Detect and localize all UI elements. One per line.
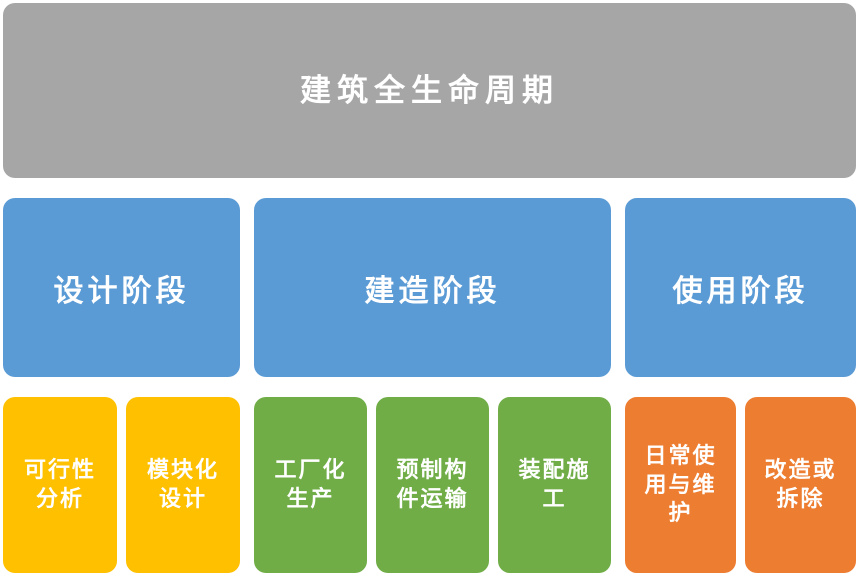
item-box-factory-production: 工厂化 生产 <box>254 397 367 573</box>
item-label: 可行性 分析 <box>23 457 96 511</box>
title-box: 建筑全生命周期 <box>3 3 856 178</box>
stage-box-design: 设计阶段 <box>3 198 240 377</box>
item-label: 装配施 工 <box>518 457 591 511</box>
stages-row: 设计阶段 建造阶段 使用阶段 <box>3 198 856 377</box>
item-label: 工厂化 生产 <box>274 457 347 511</box>
stage-box-use: 使用阶段 <box>625 198 856 377</box>
item-box-feasibility-analysis: 可行性 分析 <box>3 397 117 573</box>
item-box-renovation-demolition: 改造或 拆除 <box>745 397 856 573</box>
items-row: 可行性 分析 模块化 设计 工厂化 生产 预制构 件运输 装配施 工 日常使 用… <box>3 397 856 573</box>
stage-box-construction: 建造阶段 <box>254 198 611 377</box>
diagram-title: 建筑全生命周期 <box>300 72 559 108</box>
item-label: 改造或 拆除 <box>764 457 837 511</box>
item-group-construction: 工厂化 生产 预制构 件运输 装配施 工 <box>254 397 611 573</box>
stage-label-design: 设计阶段 <box>53 274 190 308</box>
item-group-use: 日常使 用与维 护 改造或 拆除 <box>625 397 856 573</box>
item-box-daily-use-maintenance: 日常使 用与维 护 <box>625 397 736 573</box>
item-label: 模块化 设计 <box>146 457 219 511</box>
item-box-prefab-transport: 预制构 件运输 <box>376 397 489 573</box>
item-box-assembly-construction: 装配施 工 <box>498 397 611 573</box>
stage-label-use: 使用阶段 <box>672 274 809 308</box>
stage-label-construction: 建造阶段 <box>364 274 501 308</box>
item-label: 预制构 件运输 <box>396 457 469 511</box>
item-group-design: 可行性 分析 模块化 设计 <box>3 397 240 573</box>
item-box-modular-design: 模块化 设计 <box>126 397 240 573</box>
item-label: 日常使 用与维 护 <box>644 443 717 526</box>
